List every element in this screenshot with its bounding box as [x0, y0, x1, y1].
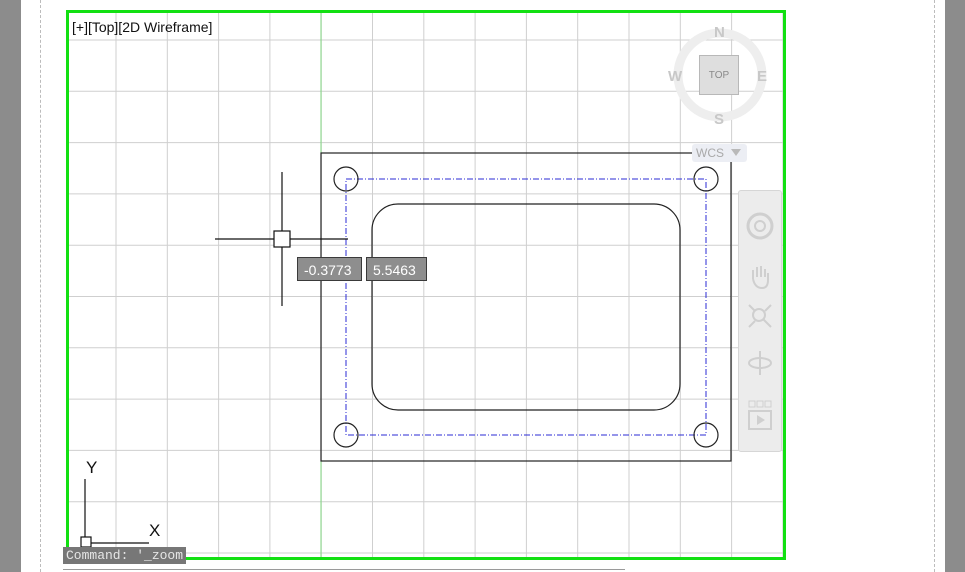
viewcube-south[interactable]: S — [714, 111, 725, 128]
viewcube-east[interactable]: E — [757, 68, 768, 85]
cutout-outline — [371, 203, 681, 411]
bolt-hole-top-left — [333, 166, 359, 192]
dynamic-input-x[interactable]: -0.3773 — [297, 257, 362, 281]
bolt-centerline — [345, 178, 707, 436]
grid — [69, 13, 783, 557]
ucs-y-label: Y — [86, 458, 98, 477]
right-panel-edge — [945, 0, 965, 572]
orbit-icon[interactable] — [743, 345, 777, 381]
ucs-x-label: X — [149, 521, 161, 540]
viewport-controls-label[interactable]: [+][Top][2D Wireframe] — [72, 19, 213, 35]
plate-outline — [320, 152, 732, 462]
viewcube-compass-ring[interactable] — [660, 22, 780, 152]
viewcube-west[interactable]: W — [668, 68, 683, 85]
zoom-extents-icon[interactable] — [743, 298, 777, 334]
drawing-viewport[interactable] — [66, 10, 786, 560]
showmotion-icon[interactable] — [743, 398, 777, 434]
paper-boundary-left — [40, 0, 41, 572]
command-line-divider — [63, 569, 625, 570]
left-panel-edge — [0, 0, 21, 572]
steering-wheel-icon[interactable] — [743, 208, 777, 244]
crosshair-cursor — [215, 172, 348, 306]
bolt-hole-bottom-right — [693, 422, 719, 448]
command-line-text[interactable]: Command: '_zoom — [63, 547, 187, 564]
pan-hand-icon[interactable] — [743, 258, 777, 294]
viewcube-top-face[interactable]: TOP — [699, 55, 739, 95]
bolt-hole-top-right — [693, 166, 719, 192]
bolt-hole-bottom-left — [333, 422, 359, 448]
ucs-icon — [80, 479, 149, 548]
ucs-label: WCS — [696, 146, 724, 160]
ucs-menu[interactable]: WCS — [692, 144, 747, 162]
dynamic-input-y[interactable]: 5.5463 — [366, 257, 427, 281]
drawing-canvas[interactable] — [69, 13, 783, 557]
triangle-down-icon — [731, 149, 741, 156]
paper-boundary-right — [934, 0, 935, 572]
viewcube-north[interactable]: N — [714, 24, 725, 41]
